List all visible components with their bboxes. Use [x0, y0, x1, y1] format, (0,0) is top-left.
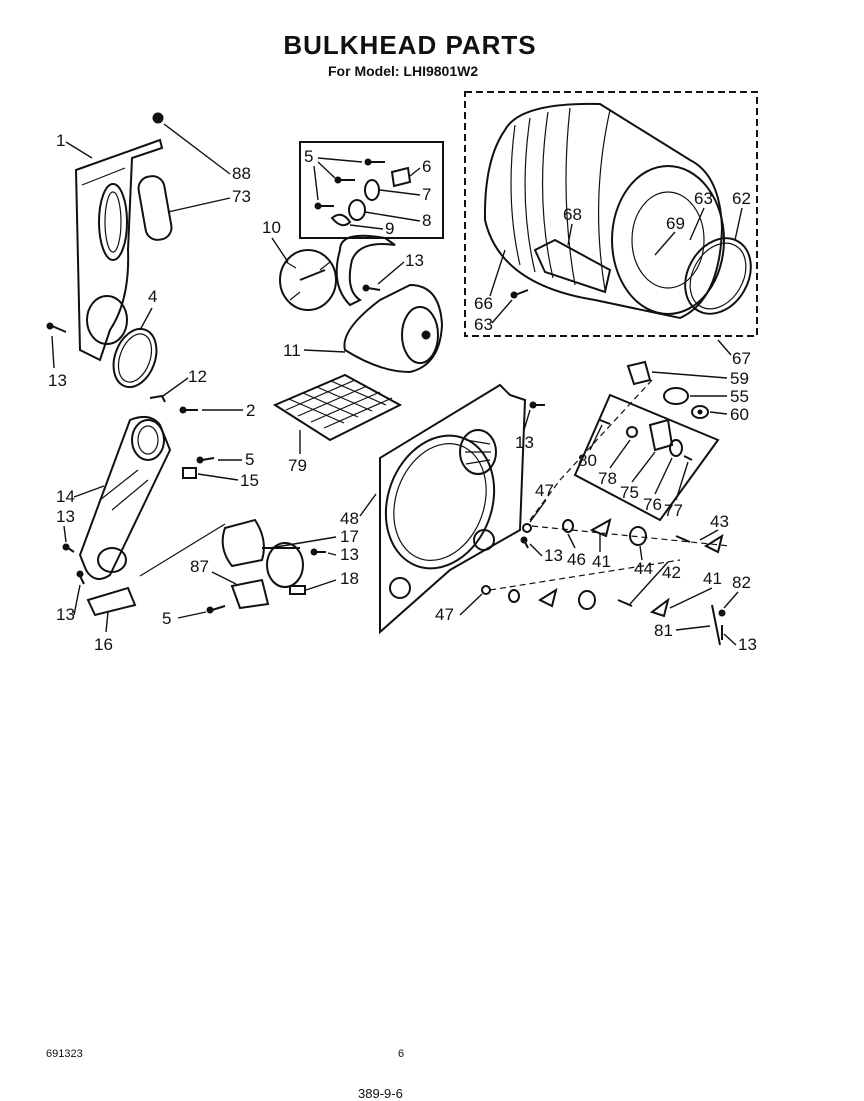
label-1: 1 [56, 131, 65, 150]
label-60: 60 [730, 405, 749, 424]
label-47-bottom: 47 [435, 605, 454, 624]
label-43: 43 [710, 512, 729, 531]
label-46: 46 [567, 550, 586, 569]
exhaust-duct-group: 14 5 15 13 13 16 [56, 415, 259, 654]
label-75: 75 [620, 483, 639, 502]
label-76: 76 [643, 495, 662, 514]
page-title: BULKHEAD PARTS [283, 30, 537, 60]
document-number: 691323 [46, 1048, 83, 1060]
label-77: 77 [664, 501, 683, 520]
label-13-left: 13 [48, 371, 67, 390]
label-11: 11 [283, 341, 301, 360]
label-82: 82 [732, 573, 751, 592]
label-16: 16 [94, 635, 113, 654]
label-44: 44 [634, 559, 653, 578]
label-8: 8 [422, 211, 431, 230]
label-48: 48 [340, 509, 359, 528]
label-81: 81 [654, 621, 673, 640]
label-14: 14 [56, 487, 75, 506]
label-41-upper: 41 [592, 552, 611, 571]
label-13-blower: 13 [405, 251, 424, 270]
front-panel-group: 1 88 73 4 13 [46, 112, 251, 390]
lint-screen-group: 12 2 79 [149, 367, 403, 475]
drum-light-group: 59 55 60 [626, 360, 749, 424]
label-13-duct-a: 13 [56, 507, 75, 526]
label-41-lower: 41 [703, 569, 722, 588]
label-2: 2 [246, 401, 255, 420]
label-67: 67 [732, 349, 751, 368]
label-78: 78 [598, 469, 617, 488]
door-switch-group: 80 78 75 76 77 [573, 393, 720, 522]
label-42: 42 [662, 563, 681, 582]
label-59: 59 [730, 369, 749, 388]
label-13-duct-b: 13 [56, 605, 75, 624]
label-69: 69 [666, 214, 685, 233]
label-62: 62 [732, 189, 751, 208]
drum-assembly-group: 68 69 63 62 66 63 67 [464, 91, 758, 368]
label-18: 18 [340, 569, 359, 588]
footer-code: 389-9-6 [358, 1086, 403, 1101]
label-15: 15 [240, 471, 259, 490]
label-4: 4 [148, 287, 157, 306]
label-13-support: 13 [544, 546, 563, 565]
page-number: 6 [398, 1048, 405, 1060]
label-73: 73 [232, 187, 251, 206]
label-80: 80 [578, 451, 597, 470]
label-13-support-b: 13 [738, 635, 757, 654]
label-9: 9 [385, 219, 394, 238]
label-6: 6 [422, 157, 431, 176]
drive-motor-group: 17 13 87 18 5 [139, 518, 359, 628]
label-63-top: 63 [694, 189, 713, 208]
hardware-kit-group: 5 6 7 8 9 [299, 141, 444, 239]
label-79: 79 [288, 456, 307, 475]
label-87: 87 [190, 557, 209, 576]
blower-group: 10 13 11 [262, 218, 444, 374]
label-68: 68 [563, 205, 582, 224]
label-88: 88 [232, 164, 251, 183]
label-47-top: 47 [535, 481, 554, 500]
label-7: 7 [422, 185, 431, 204]
label-12: 12 [188, 367, 207, 386]
rear-bulkhead-group: 48 13 [340, 379, 653, 635]
label-66: 66 [474, 294, 493, 313]
label-10: 10 [262, 218, 281, 237]
label-5-motor: 5 [162, 609, 171, 628]
label-5-kit: 5 [304, 147, 313, 166]
label-13-bulkhead: 13 [515, 433, 534, 452]
drum-support-group: 47 13 46 41 43 44 42 41 82 47 81 13 [435, 481, 757, 654]
label-17: 17 [340, 527, 359, 546]
label-63-bottom: 63 [474, 315, 493, 334]
label-5-duct: 5 [245, 450, 254, 469]
label-13-motor: 13 [340, 545, 359, 564]
label-55: 55 [730, 387, 749, 406]
model-subtitle: For Model: LHI9801W2 [328, 63, 479, 79]
